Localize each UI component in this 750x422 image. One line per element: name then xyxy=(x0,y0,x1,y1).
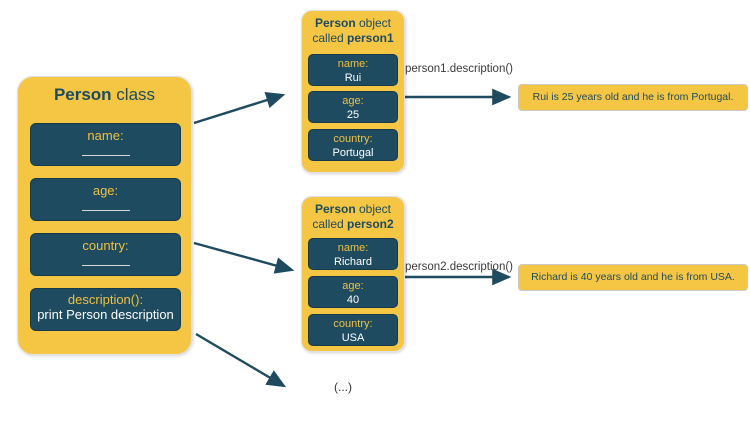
attribute-label: age: xyxy=(92,183,119,198)
person1-title-class: Person xyxy=(314,16,356,30)
person2-field-country: country: USA xyxy=(308,314,398,346)
blank-underline xyxy=(81,265,130,266)
person1-field-country: country: Portugal xyxy=(308,129,398,161)
field-label: country: xyxy=(333,318,373,330)
person1-title-suffix: object xyxy=(355,16,392,30)
more-objects-ellipsis: (...) xyxy=(334,380,352,394)
arrow-class-to-ellipsis xyxy=(195,332,287,388)
field-value: Rui xyxy=(344,72,362,84)
class-title-name: Person xyxy=(53,85,112,104)
person2-title-suffix: object xyxy=(355,202,392,216)
person1-instance-name: person1 xyxy=(347,31,394,45)
person2-output-box: Richard is 40 years old and he is from U… xyxy=(518,264,748,291)
person2-call-label: person2.description() xyxy=(404,261,513,273)
field-value: 40 xyxy=(346,294,360,306)
class-method-description: description(): print Person description xyxy=(30,288,181,331)
arrow-class-to-person1 xyxy=(193,92,286,125)
method-body: print Person description xyxy=(37,307,174,322)
person1-title: Person object called person1 xyxy=(302,16,404,46)
person2-title: Person object called person2 xyxy=(302,202,404,232)
field-label: age: xyxy=(342,95,364,107)
person1-output-box: Rui is 25 years old and he is from Portu… xyxy=(518,84,748,111)
person1-call-label: person1.description() xyxy=(404,63,513,75)
class-attribute-age: age: xyxy=(30,178,181,221)
person2-instance-name: person2 xyxy=(347,217,394,231)
class-title: Person class xyxy=(18,85,191,105)
person1-field-name: name: Rui xyxy=(308,54,398,86)
field-value: Portugal xyxy=(332,147,374,159)
method-signature: description(): xyxy=(67,292,144,307)
attribute-label: name: xyxy=(87,128,124,143)
class-title-suffix: class xyxy=(111,85,156,104)
field-label: country: xyxy=(333,133,373,145)
field-label: name: xyxy=(337,58,369,70)
person2-object-box: Person object called person2 name: Richar… xyxy=(301,196,405,352)
field-label: name: xyxy=(337,242,369,254)
arrow-class-to-person2 xyxy=(193,241,295,274)
field-value: Richard xyxy=(334,256,372,268)
person1-object-box: Person object called person1 name: Rui ag… xyxy=(301,10,405,173)
field-label: age: xyxy=(342,280,364,292)
person1-field-age: age: 25 xyxy=(308,91,398,123)
blank-underline xyxy=(81,210,130,211)
person2-field-age: age: 40 xyxy=(308,276,398,308)
field-value: USA xyxy=(341,332,365,344)
person2-title-class: Person xyxy=(314,202,356,216)
class-attribute-country: country: xyxy=(30,233,181,276)
person2-called-pre: called xyxy=(312,217,347,231)
class-attribute-name: name: xyxy=(30,123,181,166)
blank-underline xyxy=(81,155,130,156)
field-value: 25 xyxy=(346,109,360,121)
person-class-box: Person class name: age: country: descrip… xyxy=(17,76,192,355)
attribute-label: country: xyxy=(82,238,129,253)
person2-field-name: name: Richard xyxy=(308,238,398,270)
person1-called-pre: called xyxy=(312,31,347,45)
